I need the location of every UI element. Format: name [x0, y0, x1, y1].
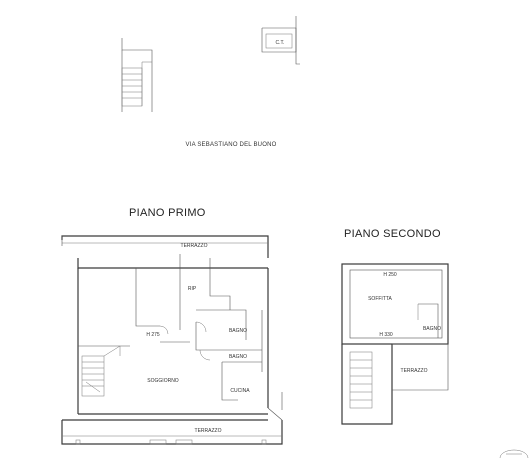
- room-label-h275: H 275: [146, 332, 160, 338]
- room-label-soggiorno: SOGGIORNO: [147, 378, 179, 384]
- first-floor-labels: TERRAZZO RIP H 275 BAGNO BAGNO SOGGIORNO…: [146, 243, 250, 434]
- ct-label: C.T.: [276, 40, 285, 46]
- first-floor-title: PIANO PRIMO: [129, 207, 206, 219]
- room-label-rip: RIP: [188, 286, 197, 292]
- second-floor-title: PIANO SECONDO: [344, 228, 441, 240]
- room-label-soffitta: SOFFITTA: [368, 296, 392, 302]
- room-label-terrazzo-second: TERRAZZO: [401, 368, 428, 374]
- second-floor-plan: [341, 263, 449, 425]
- room-label-h250: H 250: [383, 272, 397, 278]
- room-label-terrazzo-bottom: TERRAZZO: [195, 428, 222, 434]
- room-label-bagno-2: BAGNO: [229, 354, 247, 360]
- room-label-terrazzo-top: TERRAZZO: [181, 243, 208, 249]
- top-stair-block: [121, 38, 153, 112]
- north-marker-icon: [499, 449, 529, 459]
- room-label-bagno-second: BAGNO: [423, 326, 441, 332]
- room-label-h330: H 330: [379, 332, 393, 338]
- street-label: VIA SEBASTIANO DEL BUONO: [186, 142, 277, 148]
- second-floor-labels: H 250 SOFFITTA H 330 BAGNO TERRAZZO: [368, 272, 441, 374]
- first-floor-plan: [61, 235, 283, 445]
- ct-block: C.T.: [261, 16, 300, 65]
- room-label-cucina: CUCINA: [230, 388, 250, 394]
- room-label-bagno-1: BAGNO: [229, 328, 247, 334]
